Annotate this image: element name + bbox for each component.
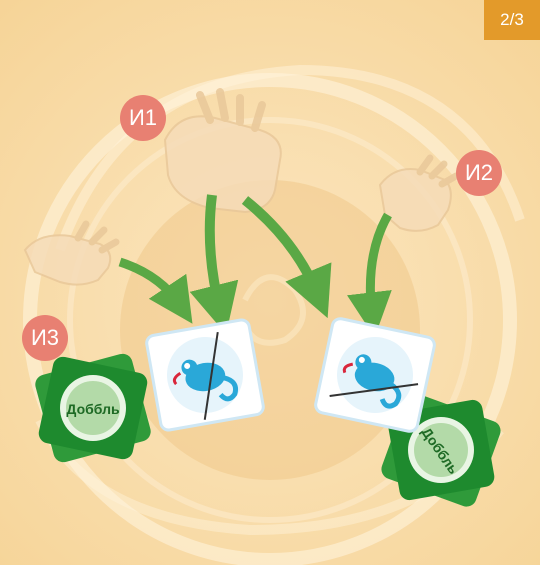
page-indicator: 2/3: [484, 0, 540, 40]
player-1-badge: И1: [120, 95, 166, 141]
player-2-label: И2: [465, 160, 493, 186]
page-indicator-label: 2/3: [500, 10, 524, 30]
dobble-card-back-icon: Доббль: [33, 352, 153, 465]
player-2-badge: И2: [456, 150, 502, 196]
player-1-label: И1: [129, 105, 157, 131]
chameleon-card-icon: [314, 317, 436, 433]
svg-text:Доббль: Доббль: [66, 401, 120, 417]
chameleon-card-icon: [145, 319, 264, 432]
player-3-badge: И3: [22, 315, 68, 361]
player-3-label: И3: [31, 325, 59, 351]
